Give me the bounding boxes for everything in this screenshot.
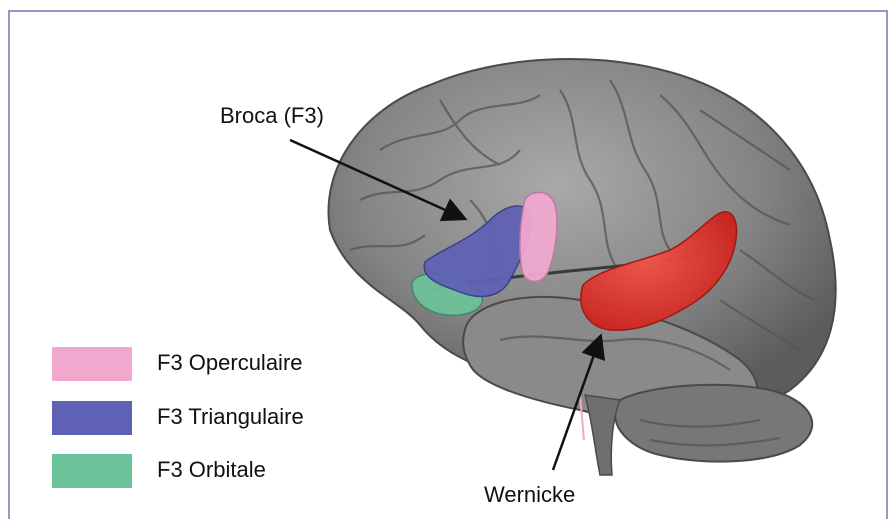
wernicke-label: Wernicke: [484, 482, 575, 508]
cerebellum: [615, 385, 812, 462]
legend-label-operculaire: F3 Operculaire: [157, 350, 303, 376]
legend-label-triangulaire: F3 Triangulaire: [157, 404, 304, 430]
legend-swatch-orbitale: [52, 454, 132, 488]
brainstem: [585, 395, 620, 475]
legend-swatch-triangulaire: [52, 401, 132, 435]
legend-swatch-operculaire: [52, 347, 132, 381]
legend-label-orbitale: F3 Orbitale: [157, 457, 266, 483]
broca-label: Broca (F3): [220, 103, 324, 129]
